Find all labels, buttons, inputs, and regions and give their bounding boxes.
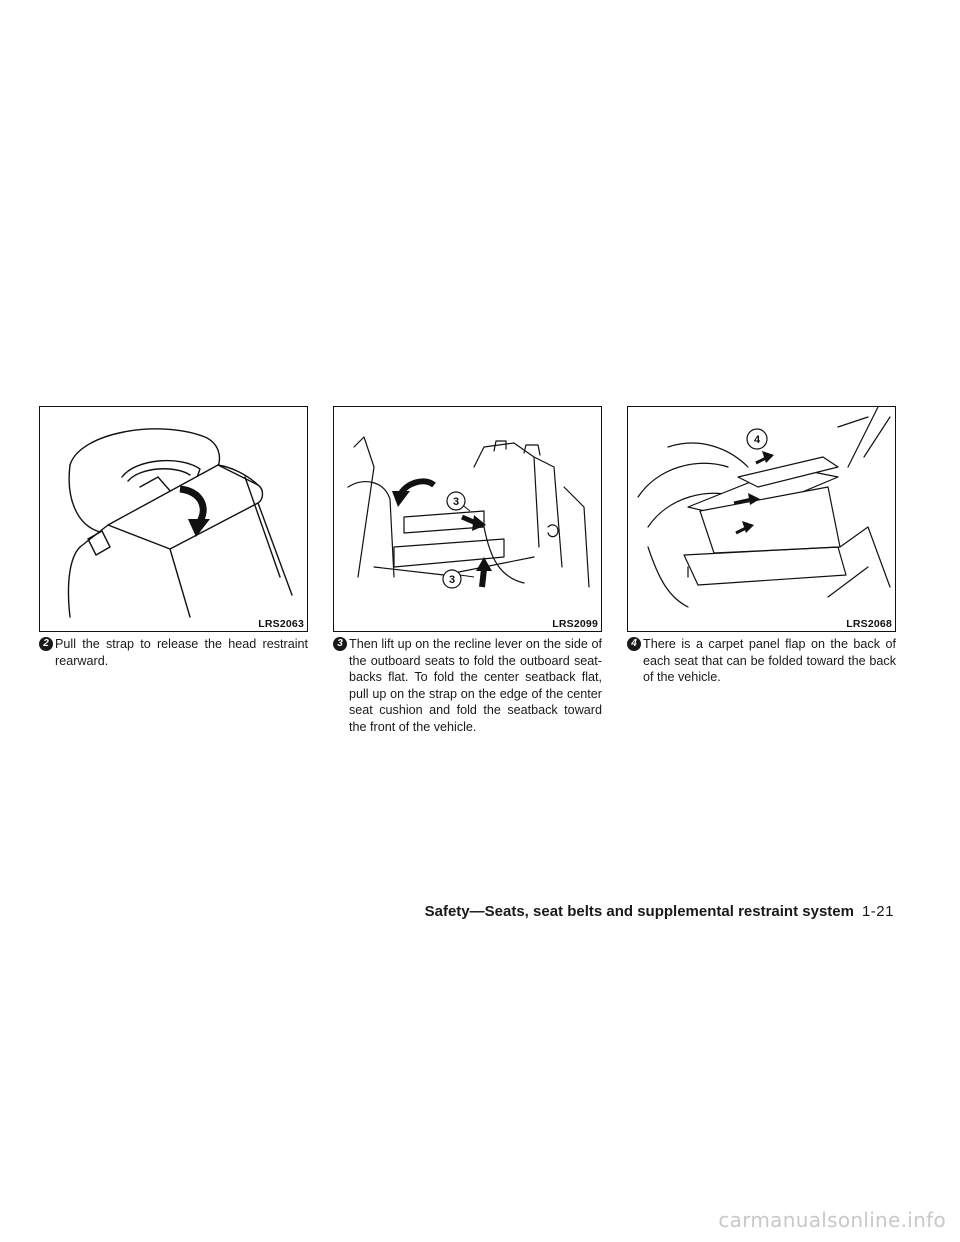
step-text: There is a carpet panel flap on the back… [643, 637, 896, 685]
figure-head-restraint: LRS2063 [39, 406, 308, 632]
section-title: Safety—Seats, seat belts and supplementa… [424, 903, 854, 920]
step-number-badge: 4 [627, 637, 641, 651]
recline-lever-illustration: 3 3 [347, 436, 590, 589]
step-4: 4 There is a carpet panel flap on the ba… [627, 636, 896, 686]
step-number-badge: 2 [39, 637, 53, 651]
callout-3-lower: 3 [449, 574, 455, 586]
page-number: 1-21 [861, 903, 894, 920]
callout-3-upper: 3 [453, 496, 459, 508]
figure-code: LRS2063 [258, 618, 304, 630]
figure-carpet-flap: 4 LRS2068 [627, 406, 896, 632]
step-text: Pull the strap to release the head restr… [55, 637, 308, 668]
step-3: 3 Then lift up on the recline lever on t… [333, 636, 602, 736]
step-2: 2 Pull the strap to release the head res… [39, 636, 308, 669]
figure-code: LRS2099 [552, 618, 598, 630]
figure-code: LRS2068 [846, 618, 892, 630]
page-footer: Safety—Seats, seat belts and supplementa… [425, 903, 894, 920]
figure-recline-lever: 3 3 LRS2099 [333, 406, 602, 632]
head-restraint-illustration [67, 428, 293, 618]
carpet-flap-illustration: 4 [637, 407, 891, 608]
watermark: carmanualsonline.info [718, 1208, 946, 1232]
callout-4: 4 [754, 434, 761, 446]
step-number-badge: 3 [333, 637, 347, 651]
step-text: Then lift up on the recline lever on the… [349, 637, 602, 734]
